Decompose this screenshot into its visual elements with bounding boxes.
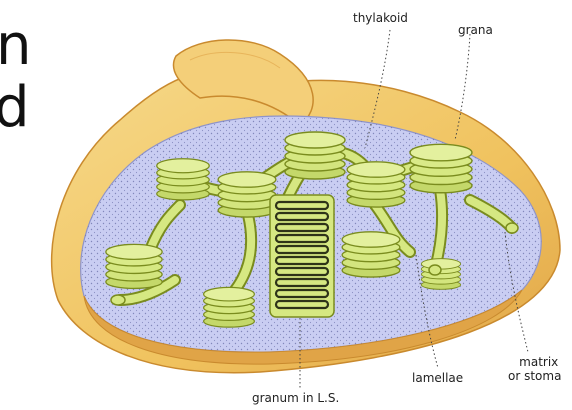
label-lamellae: lamellae	[412, 372, 463, 386]
label-matrix: matrix or stoma	[516, 356, 561, 384]
granum-stack	[347, 162, 405, 207]
granum-stack	[410, 144, 472, 192]
label-matrix-line1: matrix	[516, 356, 561, 370]
granum-stack	[218, 172, 276, 217]
label-grana: grana	[458, 24, 493, 38]
label-granum-in-ls: granum in L.S.	[252, 392, 339, 406]
granum-stack	[285, 132, 345, 179]
granum-stack	[204, 287, 255, 327]
granum-longitudinal-section	[270, 195, 334, 317]
granum-stack	[106, 244, 162, 288]
label-thylakoid: thylakoid	[353, 12, 408, 26]
granum-stack	[157, 159, 210, 200]
label-matrix-line2: or stoma	[508, 370, 561, 384]
granum-stack	[342, 232, 400, 277]
granum-stack	[421, 259, 460, 290]
